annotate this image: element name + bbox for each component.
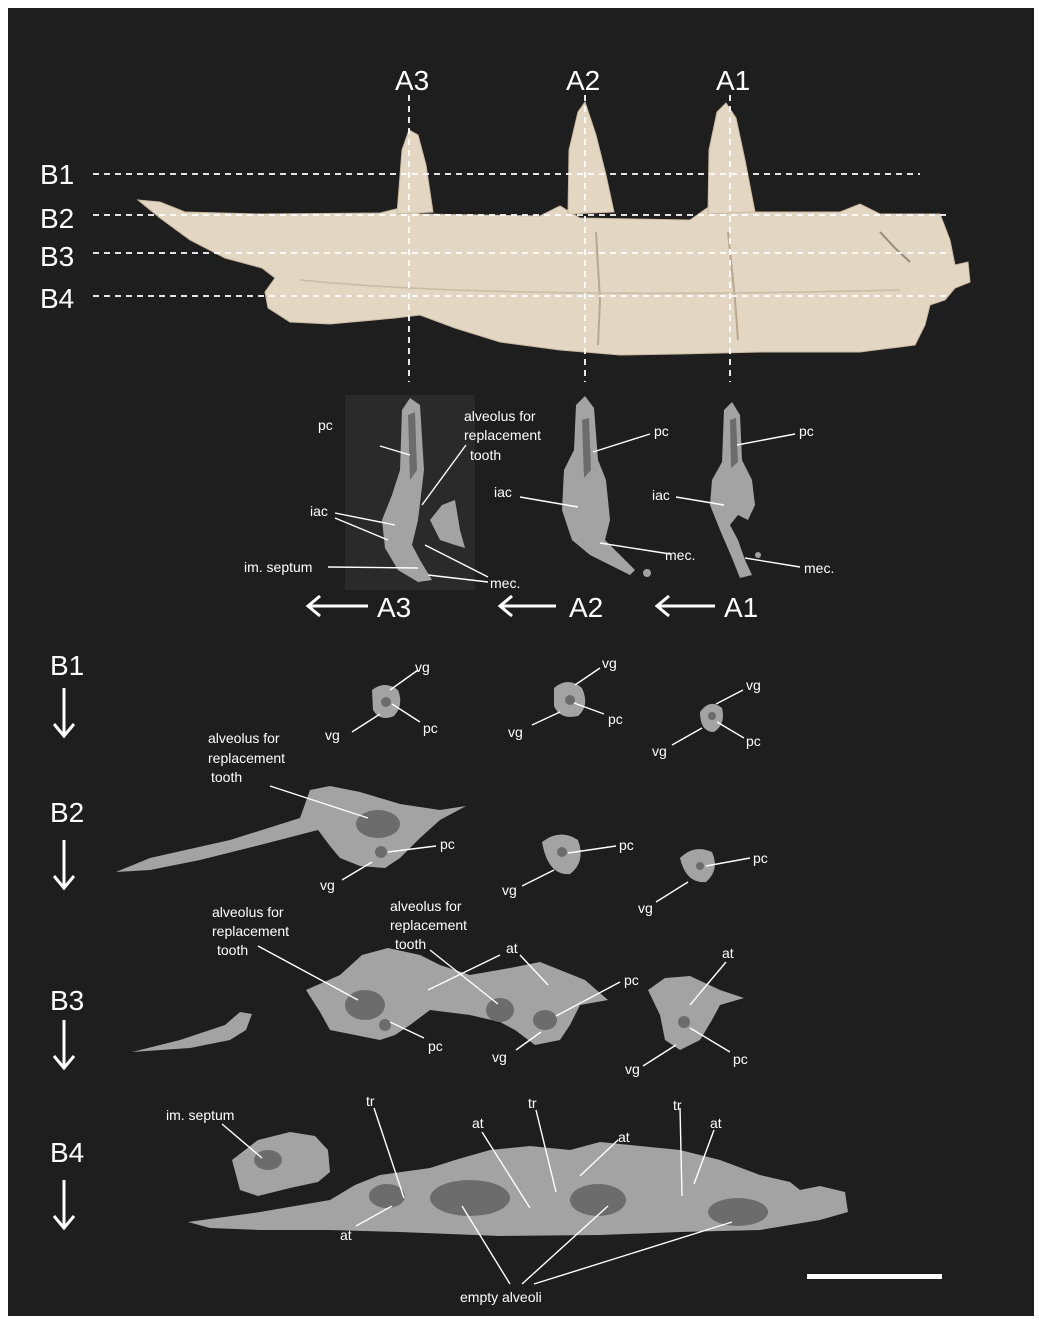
- a2-iac-label: iac: [494, 484, 512, 500]
- b1-vg-label-2a: vg: [602, 655, 617, 671]
- b3-alveolus-2-label-1: alveolus for: [390, 898, 462, 914]
- a1-pc-label: pc: [799, 423, 814, 439]
- ct-b4-empty-alveolus-3: [708, 1198, 768, 1226]
- b4-empty-alveoli-label: empty alveoli: [460, 1289, 542, 1305]
- ct-b4-septum-dark: [254, 1150, 282, 1170]
- ct-b2-pulp-2: [557, 847, 567, 857]
- label-b1-top: B1: [40, 159, 74, 190]
- a3-alveolus-label-1: alveolus for: [464, 408, 536, 424]
- b3-alveolus-1-label-1: alveolus for: [212, 904, 284, 920]
- a3-septum-label: im. septum: [244, 559, 312, 575]
- b3-vg-label-3: vg: [625, 1061, 640, 1077]
- ct-b1-pulp-2: [565, 695, 575, 705]
- ct-b3-alveolus-1: [345, 990, 385, 1020]
- a2-mec-label: mec.: [665, 547, 695, 563]
- a1-iac-label: iac: [652, 487, 670, 503]
- b2-pc-label-2: pc: [619, 837, 634, 853]
- ct-b3-pulp-2: [533, 1010, 557, 1030]
- label-a1-top: A1: [716, 65, 750, 96]
- b1-vg-label-2b: vg: [508, 724, 523, 740]
- b4-at-label-1: at: [340, 1227, 352, 1243]
- b1-vg-label-1b: vg: [325, 727, 340, 743]
- b4-at-label-4: at: [710, 1115, 722, 1131]
- ct-b2-pulp-3: [696, 862, 704, 870]
- b2-pc-label-3: pc: [753, 850, 768, 866]
- a3-mec-label: mec.: [490, 575, 520, 591]
- label-b2-top: B2: [40, 203, 74, 234]
- b2-alveolus-label-1: alveolus for: [208, 730, 280, 746]
- b4-tr-label-2: tr: [528, 1095, 537, 1111]
- b2-alveolus-label-3: tooth: [211, 769, 242, 785]
- b1-vg-label-3b: vg: [652, 743, 667, 759]
- b3-at-label-3: at: [722, 945, 734, 961]
- a1-mec-label: mec.: [804, 560, 834, 576]
- b1-pc-label-2: pc: [608, 711, 623, 727]
- scale-bar: [807, 1274, 942, 1279]
- b2-vg-label-1: vg: [320, 877, 335, 893]
- b1-pc-label-3: pc: [746, 733, 761, 749]
- b2-vg-label-2: vg: [502, 882, 517, 898]
- label-b4-row: B4: [50, 1137, 84, 1168]
- label-a1-view: A1: [724, 592, 758, 623]
- b3-alveolus-1-label-2: replacement: [212, 923, 289, 939]
- label-b3-top: B3: [40, 241, 74, 272]
- label-b4-top: B4: [40, 283, 74, 314]
- b1-vg-label-3a: vg: [746, 677, 761, 693]
- b4-tr-label-3: tr: [673, 1097, 682, 1113]
- ct-a2-fragment: [643, 569, 651, 577]
- a3-alveolus-label-3: tooth: [470, 447, 501, 463]
- b4-at-label-2: at: [472, 1115, 484, 1131]
- b3-alveolus-1-label-3: tooth: [217, 942, 248, 958]
- b4-tr-label-1: tr: [366, 1093, 375, 1109]
- label-a2-top: A2: [566, 65, 600, 96]
- leader-a3-septum: [328, 567, 418, 568]
- label-a2-view: A2: [569, 592, 603, 623]
- label-a3-top: A3: [395, 65, 429, 96]
- b3-pc-label-3: pc: [733, 1051, 748, 1067]
- ct-a1-fragment: [755, 552, 761, 558]
- b3-alveolus-2-label-3: tooth: [395, 936, 426, 952]
- a3-alveolus-label-2: replacement: [464, 427, 541, 443]
- b4-septum-label: im. septum: [166, 1107, 234, 1123]
- ct-b2-pulp-1: [375, 846, 387, 858]
- ct-b3-alveolus-2: [486, 998, 514, 1022]
- ct-b1-pulp-1: [381, 697, 391, 707]
- a3-iac-label: iac: [310, 503, 328, 519]
- b3-at-label-1: at: [506, 940, 518, 956]
- ct-b3-pulp-1: [379, 1019, 391, 1031]
- label-b1-row: B1: [50, 650, 84, 681]
- b3-vg-label-2: vg: [492, 1049, 507, 1065]
- b2-vg-label-3: vg: [638, 900, 653, 916]
- ct-b1-pulp-3: [708, 712, 716, 720]
- ct-b4-empty-alveolus-2: [570, 1184, 626, 1216]
- b2-alveolus-label-2: replacement: [208, 750, 285, 766]
- b1-vg-label-1a: vg: [415, 659, 430, 675]
- a2-pc-label: pc: [654, 423, 669, 439]
- a3-pc-label: pc: [318, 417, 333, 433]
- label-a3-view: A3: [377, 592, 411, 623]
- ct-b3-pulp-3: [678, 1016, 690, 1028]
- b4-at-label-3: at: [618, 1129, 630, 1145]
- label-b3-row: B3: [50, 985, 84, 1016]
- ct-b4-alveolus-left: [369, 1184, 405, 1208]
- b3-alveolus-2-label-2: replacement: [390, 917, 467, 933]
- b3-pc-label-1: pc: [428, 1038, 443, 1054]
- b3-pc-label-2: pc: [624, 972, 639, 988]
- b2-pc-label-1: pc: [440, 836, 455, 852]
- ct-b2-alveolus: [356, 810, 400, 838]
- label-b2-row: B2: [50, 797, 84, 828]
- b1-pc-label-1: pc: [423, 720, 438, 736]
- ct-b4-empty-alveolus-1: [430, 1180, 510, 1216]
